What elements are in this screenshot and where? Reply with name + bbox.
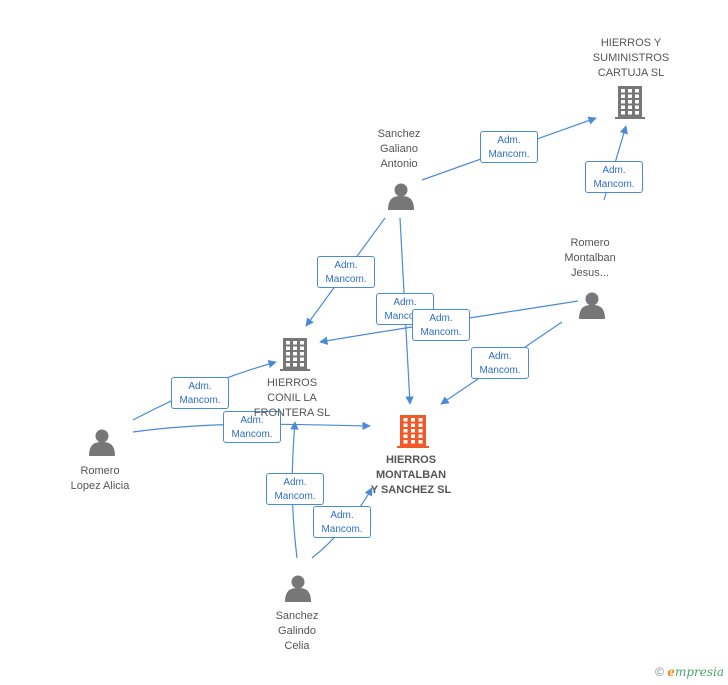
edge-badge-role: Adm. — [429, 313, 453, 324]
edge-badge-type: Mancom. — [274, 491, 316, 502]
edge-badge[interactable]: Adm. Mancom. — [317, 256, 375, 288]
edge-badge[interactable]: Adm. Mancom. — [480, 131, 538, 163]
person-name-label[interactable]: Sanchez Galindo Celia — [275, 610, 319, 652]
building-icon[interactable] — [397, 415, 429, 448]
edge-badge[interactable]: Adm. Mancom. — [266, 473, 324, 505]
person-icon[interactable] — [89, 429, 115, 457]
brand-logo: empresia — [667, 665, 724, 679]
company-name-label[interactable]: HIERROS MONTALBAN Y SANCHEZ SL — [370, 454, 452, 496]
person-name-label[interactable]: Romero Lopez Alicia — [70, 465, 130, 492]
edge-badge-role: Adm. — [188, 381, 212, 392]
edge-badge-role: Adm. — [393, 297, 417, 308]
edge-badge-type: Mancom. — [384, 311, 426, 322]
company-name-label[interactable]: HIERROS Y SUMINISTROS CARTUJA SL — [592, 37, 670, 79]
person-name-label[interactable]: Sanchez Galiano Antonio — [377, 128, 421, 170]
edge-badge-role: Adm. — [488, 351, 512, 362]
edge-badge-role: Adm. — [497, 135, 521, 146]
edge-badge-role: Adm. — [240, 415, 264, 426]
person-name-label[interactable]: Romero Montalban Jesus... — [564, 237, 616, 279]
building-icon[interactable] — [615, 86, 645, 119]
edge-badge-role: Adm. — [283, 477, 307, 488]
edge-badge-type: Mancom. — [231, 429, 273, 440]
edge-badge-type: Mancom. — [321, 524, 363, 535]
nodes-layer — [89, 86, 645, 602]
edge-badge-role: Adm. — [602, 165, 626, 176]
edge-badge-type: Mancom. — [488, 149, 530, 160]
edge-badge[interactable]: Adm. Mancom. — [171, 377, 229, 409]
person-icon[interactable] — [579, 292, 605, 320]
company-name-label[interactable]: HIERROS CONIL LA FRONTERA SL — [253, 377, 331, 419]
edge-badge-type: Mancom. — [593, 179, 635, 190]
edge-badge-role: Adm. — [334, 260, 358, 271]
edge-badge-type: Mancom. — [420, 327, 462, 338]
edge-badge-type: Mancom. — [479, 365, 521, 376]
edge-badge-type: Mancom. — [179, 395, 221, 406]
footer-brand: © empresia — [655, 665, 724, 679]
edge-badge-type: Mancom. — [325, 274, 367, 285]
edge-badge[interactable]: Adm. Mancom. — [412, 309, 470, 341]
edge-badge[interactable]: Adm. Mancom. — [585, 161, 643, 193]
edge-badge-role: Adm. — [330, 510, 354, 521]
copyright-symbol: © — [655, 665, 664, 679]
edge-badge[interactable]: Adm. Mancom. — [223, 411, 281, 443]
building-icon[interactable] — [280, 338, 310, 371]
edge-badge[interactable]: Adm. Mancom. — [471, 347, 529, 379]
person-icon[interactable] — [388, 183, 414, 211]
edge-badge[interactable]: Adm. Mancom. — [313, 506, 371, 538]
person-icon[interactable] — [285, 575, 311, 603]
